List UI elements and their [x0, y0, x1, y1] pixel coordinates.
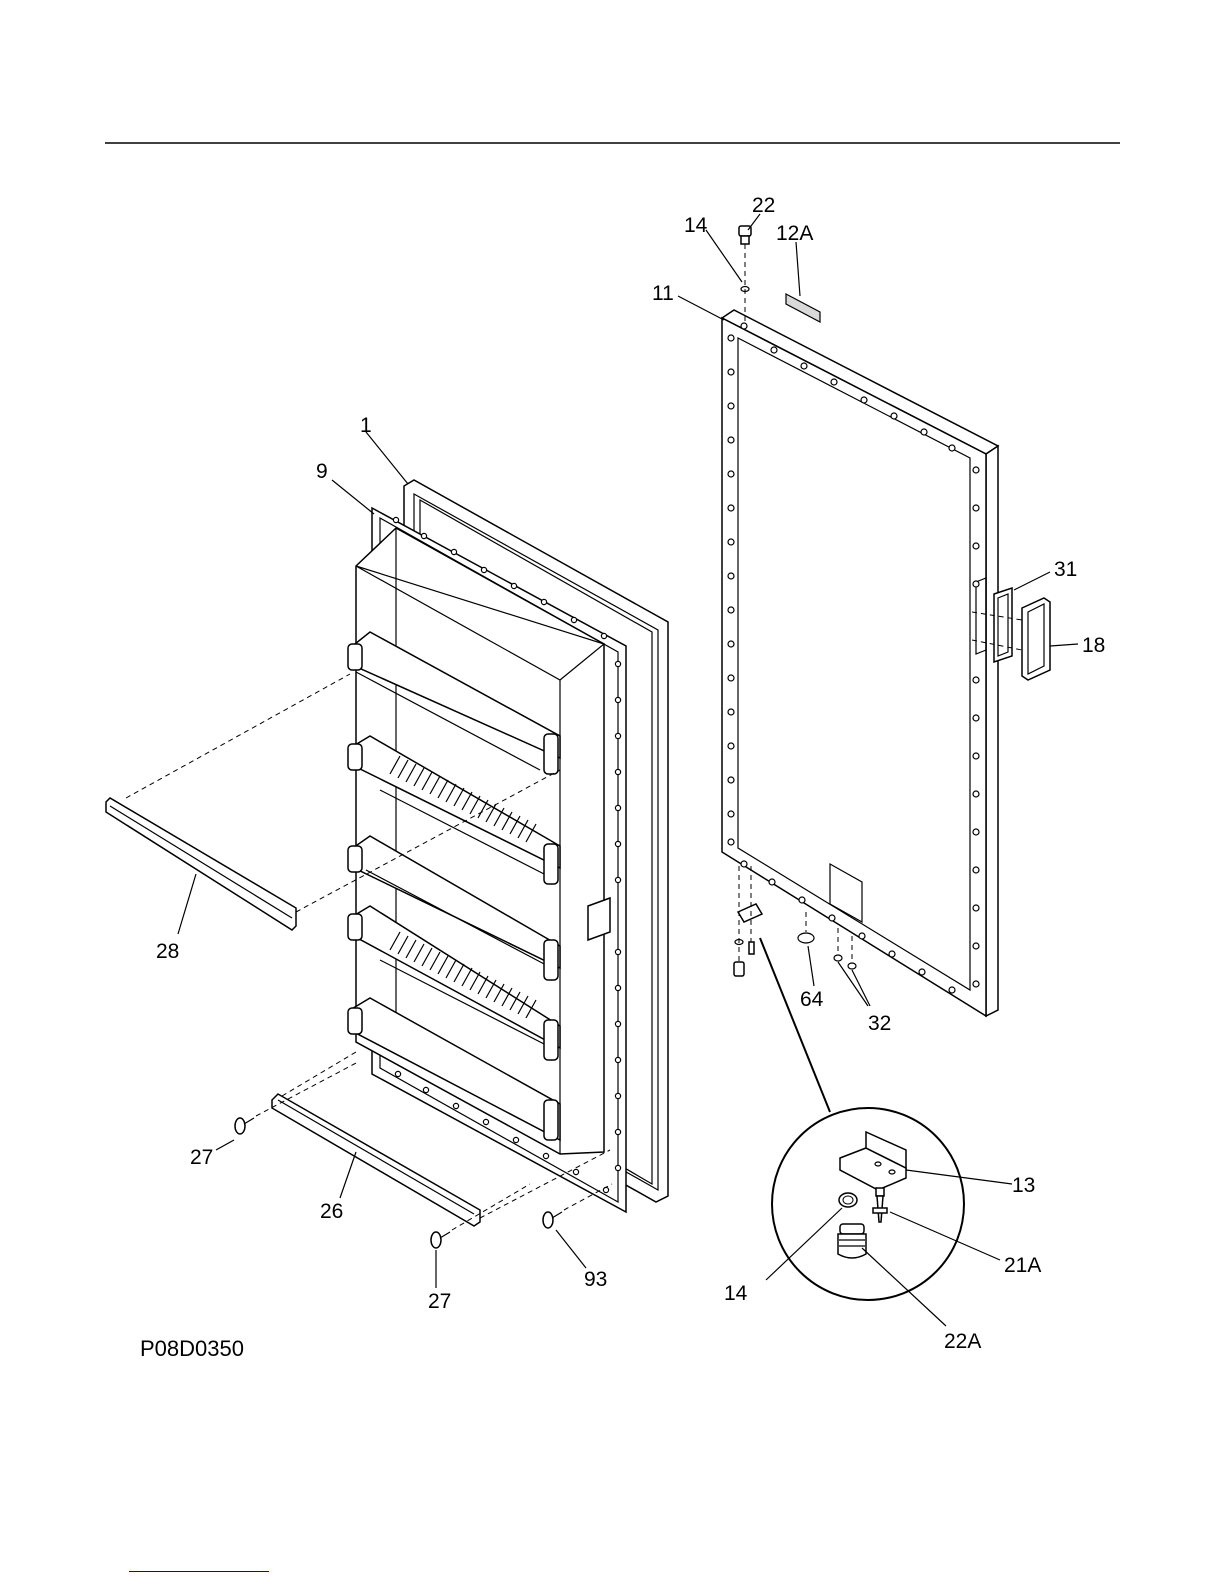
- callout-washer-top: 14: [684, 214, 708, 237]
- callout-hinge-bracket: 13: [1012, 1174, 1035, 1197]
- callout-door-gasket: 1: [360, 414, 372, 437]
- callout-door-liner: 9: [316, 460, 328, 483]
- outer-door-panel-drawing: [722, 294, 998, 1016]
- callout-handle-gasket: 31: [1054, 558, 1077, 581]
- hinge-detail-view: [772, 1108, 964, 1300]
- screw-27-left: [235, 1062, 358, 1134]
- callout-label: 12A: [776, 222, 813, 245]
- top-hinge-parts: [739, 226, 751, 322]
- callout-upper-shelf-bar: 28: [156, 940, 179, 963]
- callout-plug: 64: [800, 988, 824, 1011]
- diagram-code: P08D0350: [140, 1336, 244, 1361]
- callout-handle: 18: [1082, 634, 1105, 657]
- callout-screw-left: 27: [190, 1146, 213, 1169]
- callout-lower-shelf-bar: 26: [320, 1200, 343, 1223]
- callout-screws-pair: 32: [868, 1012, 891, 1035]
- footer-link-underline[interactable]: [129, 1571, 269, 1572]
- callout-hinge-pin-top: 22: [752, 194, 775, 217]
- callout-outer-door-panel: 11: [652, 282, 674, 305]
- callout-washer-detail: 14: [724, 1282, 748, 1305]
- callout-hinge-pin-detail: 22A: [944, 1330, 981, 1353]
- callout-screw-bottom: 27: [428, 1290, 451, 1313]
- callout-screw-detail: 21A: [1004, 1254, 1041, 1277]
- callout-fastener: 93: [584, 1268, 607, 1291]
